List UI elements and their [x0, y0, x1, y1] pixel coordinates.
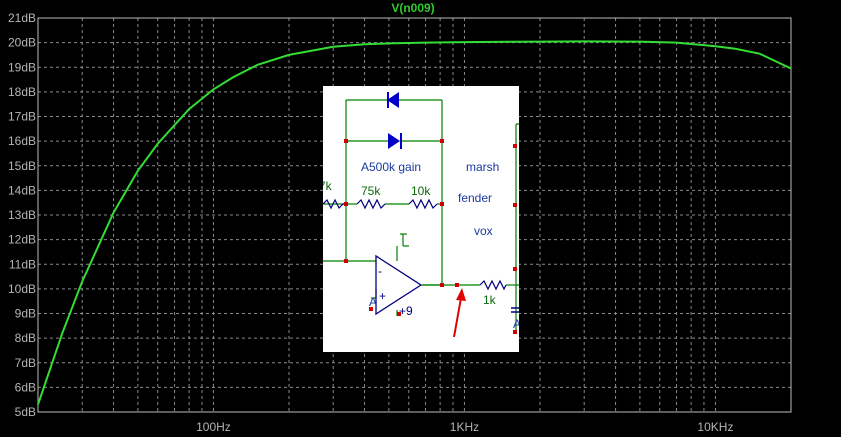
resistor-1k — [479, 279, 507, 291]
resistor-left — [323, 198, 346, 210]
y-tick-label: 8dB — [15, 331, 36, 345]
y-tick-label: 7dB — [15, 356, 36, 370]
y-tick-label: 19dB — [8, 60, 36, 74]
schematic-nodes — [344, 139, 517, 334]
y-tick-label: 20dB — [8, 36, 36, 50]
diode-lower — [388, 133, 402, 149]
resistor-10k — [408, 198, 438, 210]
resistor-left-label: 7k — [323, 179, 333, 193]
x-tick-label: 1KHz — [450, 420, 479, 434]
y-tick-label: 21dB — [8, 11, 36, 25]
pot-gain-label: A500k gain — [361, 160, 421, 174]
resistor-75k — [356, 198, 386, 210]
opamp-symbol — [375, 254, 423, 316]
y-axis-tick-labels: 5dB 6dB 7dB 8dB 9dB 10dB 11dB 12dB 13dB 14dB 15dB 1… — [8, 11, 36, 419]
resistor-75k-label: 75k — [361, 184, 381, 198]
tone-marsh-label: marsh — [466, 160, 499, 174]
y-tick-label: 11dB — [9, 257, 36, 271]
trace-title[interactable]: V(n009) — [391, 1, 434, 15]
tone-vox-label: vox — [474, 224, 493, 238]
y-tick-label: 16dB — [8, 134, 36, 148]
diode-upper — [387, 92, 399, 108]
y-tick-label: 13dB — [8, 208, 36, 222]
y-tick-label: 14dB — [8, 183, 36, 197]
y-tick-label: 6dB — [15, 380, 36, 394]
schematic-diagram: A500k gain 7k 75k 10k 1k marsh fender vo… — [323, 92, 519, 334]
x-axis-tick-labels: 100Hz 1KHz 10KHz — [196, 420, 733, 434]
resistor-10k-label: 10k — [411, 184, 431, 198]
y-tick-label: 17dB — [8, 110, 36, 124]
tone-a-label: A — [513, 317, 519, 331]
y-tick-label: 9dB — [15, 307, 36, 321]
y-tick-label: 15dB — [8, 159, 36, 173]
y-tick-label: 18dB — [8, 85, 36, 99]
x-tick-label: 10KHz — [697, 420, 733, 434]
opamp-minus-label: - — [378, 264, 382, 278]
resistor-1k-label: 1k — [483, 293, 497, 307]
pot-a-label: A — [369, 295, 377, 309]
y-tick-label: 12dB — [8, 233, 36, 247]
series-line-vn009 — [37, 40, 792, 405]
opamp-plus-label: + — [379, 289, 386, 303]
y-tick-label: 10dB — [8, 282, 36, 296]
plot-frame — [37, 17, 792, 413]
x-tick-label: 100Hz — [196, 420, 231, 434]
schematic-inset: A500k gain 7k 75k 10k 1k marsh fender vo… — [323, 86, 519, 352]
capacitor-stub — [511, 307, 519, 313]
tone-fender-label: fender — [458, 191, 492, 205]
y-tick-label: 5dB — [15, 405, 36, 419]
supply-pos-label: +9 — [399, 304, 413, 318]
